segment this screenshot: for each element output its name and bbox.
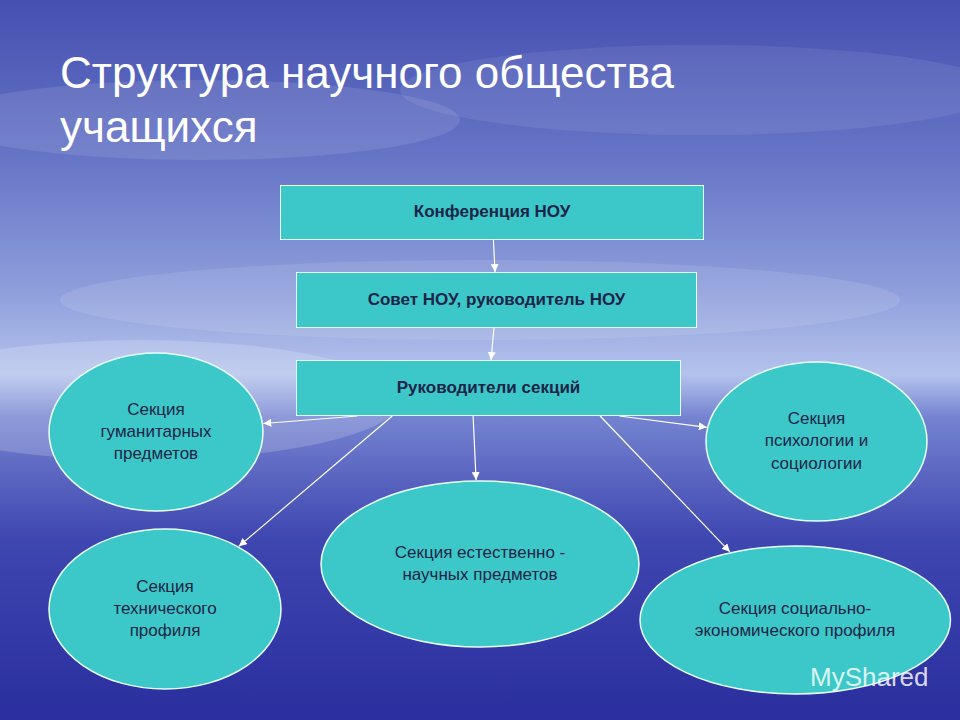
node-text-group: Руководители секций: [397, 377, 581, 399]
node-text-group: Секция естественно - научных предметов: [385, 542, 575, 586]
node-label: Секция гуманитарных предметов: [86, 399, 226, 465]
ellipse-shape: [49, 529, 281, 689]
node-label: Руководители секций: [397, 377, 581, 399]
arrow-connector: [493, 240, 495, 272]
node-text-group: Конференция НОУ: [414, 201, 570, 223]
node-label: Конференция НОУ: [414, 201, 570, 223]
slide-title: Структура научного общества учащихся: [60, 46, 780, 153]
conference-box: Конференция НОУ: [280, 185, 704, 240]
node-text-group: Секция социально-экономического профиля: [683, 598, 908, 642]
arrow-connector: [491, 328, 494, 360]
section-ellipse: Секция психологии и социологии: [705, 361, 928, 522]
section-heads-box: Руководители секций: [296, 360, 681, 416]
cloud: [60, 260, 900, 340]
ellipse-shape: [49, 353, 263, 511]
arrow-connector: [619, 416, 706, 427]
ellipse-shape: [321, 481, 639, 647]
section-ellipse: Секция естественно - научных предметов: [320, 480, 640, 648]
section-ellipse: Секция технического профиля: [48, 528, 282, 690]
node-text-group: Совет НОУ, руководитель НОУ: [368, 289, 626, 311]
node-text-group: Секция технического профиля: [90, 576, 240, 642]
arrow-connector: [263, 416, 357, 423]
ellipse-outline: [320, 480, 640, 648]
node-label: Секция технического профиля: [90, 576, 240, 642]
arrow-connector: [473, 416, 476, 480]
node-label: Секция психологии и социологии: [747, 408, 887, 474]
node-label: Секция естественно - научных предметов: [385, 542, 575, 586]
council-box: Совет НОУ, руководитель НОУ: [296, 272, 697, 328]
ellipse-shape: [706, 362, 927, 521]
node-text-group: Секция психологии и социологии: [747, 408, 887, 474]
watermark: MyShared: [810, 664, 929, 690]
node-label: Секция социально-экономического профиля: [683, 598, 908, 642]
node-label: Совет НОУ, руководитель НОУ: [368, 289, 626, 311]
section-ellipse: Секция гуманитарных предметов: [48, 352, 264, 512]
node-text-group: Секция гуманитарных предметов: [86, 399, 226, 465]
ellipse-shape: [640, 546, 951, 694]
